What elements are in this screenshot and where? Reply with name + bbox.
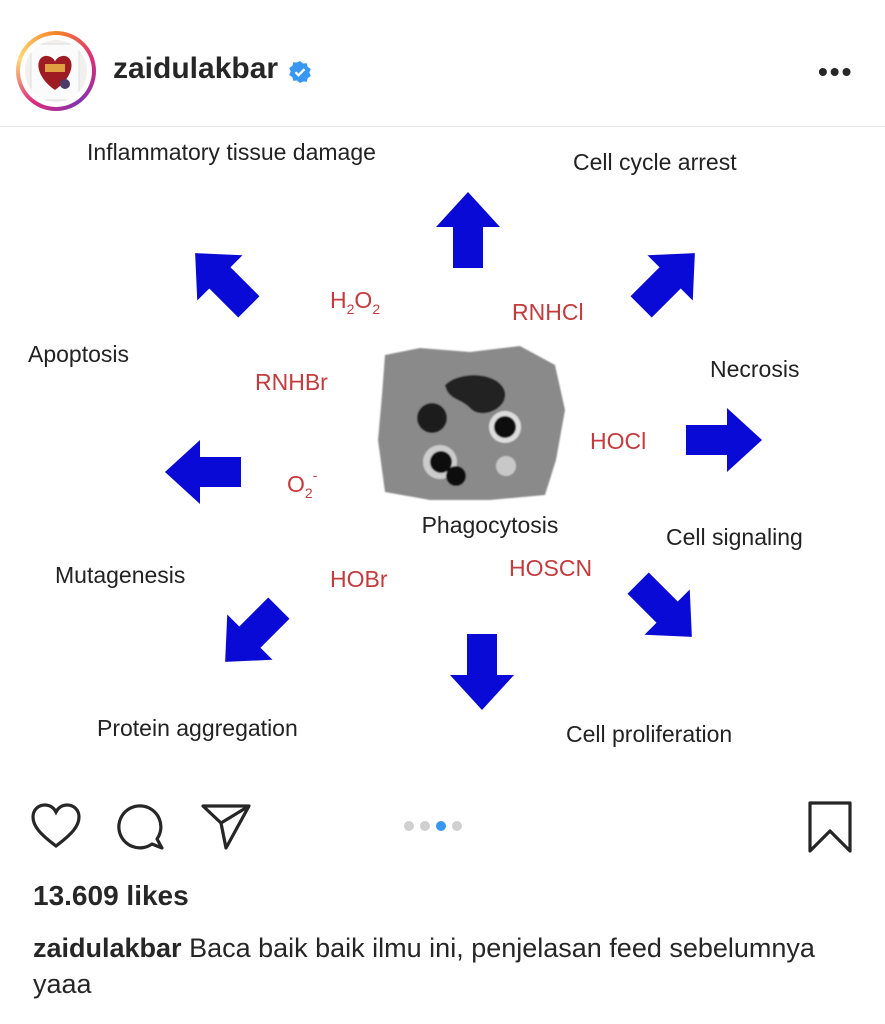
verified-badge-icon	[289, 61, 311, 83]
species-rnhbr: RNHBr	[255, 369, 328, 395]
username-link[interactable]: zaidulakbar	[113, 52, 279, 85]
arrow-up	[436, 192, 500, 268]
arrow-down-left	[202, 585, 302, 685]
outcome-label: Mutagenesis	[55, 562, 185, 588]
post-header: zaidulakbar •••	[0, 0, 885, 127]
arrow-left	[165, 440, 241, 504]
post-image-diagram: Phagocytosis Inflammatory tissue damage …	[28, 139, 803, 747]
carousel-dot[interactable]	[452, 821, 462, 831]
avatar[interactable]	[16, 31, 96, 111]
species-rnhcl: RNHCl	[512, 299, 584, 325]
outcome-label: Cell signaling	[666, 524, 803, 550]
arrow-down-right	[615, 560, 715, 660]
arrow-right	[686, 408, 762, 472]
species-hoscn: HOSCN	[509, 555, 592, 581]
heart-icon[interactable]	[30, 802, 82, 850]
outcome-label: Protein aggregation	[97, 715, 298, 741]
more-options-icon[interactable]: •••	[818, 56, 854, 87]
carousel-dot-active[interactable]	[436, 821, 446, 831]
species-h2o2: H2O2	[330, 287, 380, 317]
comment-icon[interactable]	[116, 802, 166, 852]
avatar-image	[30, 43, 80, 101]
species-hobr: HOBr	[330, 566, 388, 592]
outcome-label: Cell cycle arrest	[573, 149, 737, 175]
arrow-up-left	[172, 230, 272, 330]
species-o2: O2-	[287, 467, 318, 501]
phagocyte-image	[378, 346, 565, 500]
caption: zaidulakbar Baca baik baik ilmu ini, pen…	[33, 930, 833, 1002]
share-icon[interactable]	[200, 802, 252, 852]
likes-count[interactable]: 13.609 likes	[33, 880, 189, 911]
outcome-label: Apoptosis	[28, 341, 129, 367]
carousel-dot[interactable]	[404, 821, 414, 831]
arrow-up-right	[618, 230, 718, 330]
arrow-down	[450, 634, 514, 710]
outcome-label: Inflammatory tissue damage	[87, 139, 376, 165]
bookmark-icon[interactable]	[806, 800, 854, 854]
outcome-label: Cell proliferation	[566, 721, 732, 747]
caption-text: Baca baik baik ilmu ini, penjelasan feed…	[33, 933, 815, 999]
center-label: Phagocytosis	[422, 512, 559, 538]
carousel-indicator	[404, 821, 462, 831]
species-hocl: HOCl	[590, 428, 646, 454]
action-bar	[0, 800, 885, 860]
carousel-dot[interactable]	[420, 821, 430, 831]
outcome-label: Necrosis	[710, 356, 799, 382]
caption-username[interactable]: zaidulakbar	[33, 933, 182, 963]
